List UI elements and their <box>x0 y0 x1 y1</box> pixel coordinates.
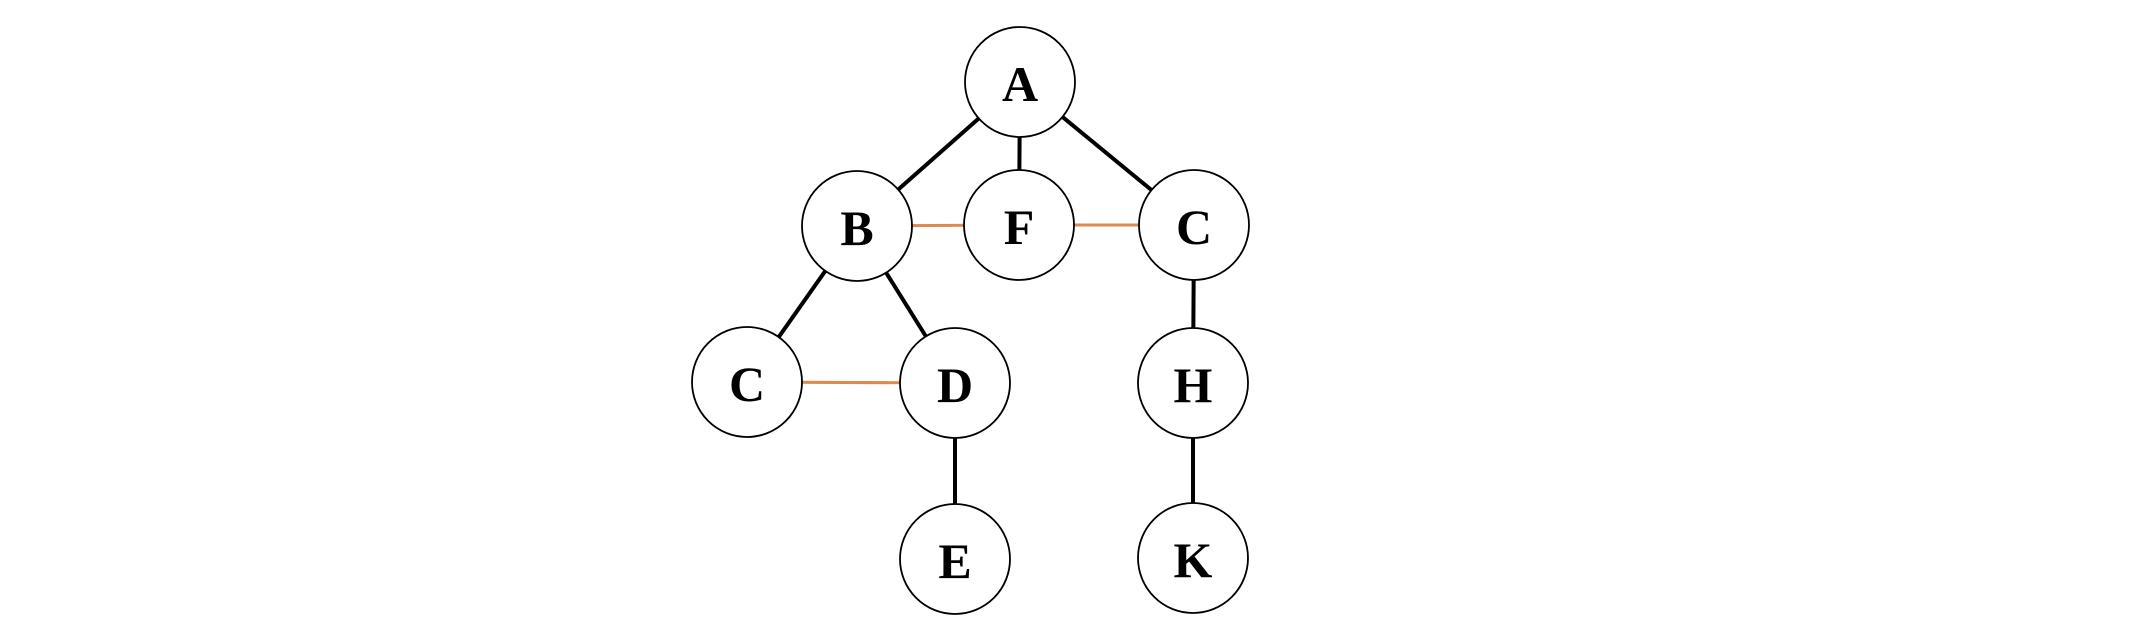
node-K: K <box>1137 502 1249 614</box>
node-label-K: K <box>1174 532 1213 588</box>
node-label-H: H <box>1174 357 1213 413</box>
node-label-C2: C <box>729 356 765 412</box>
node-label-C1: C <box>1176 199 1212 255</box>
node-E: E <box>899 503 1011 615</box>
node-circle-H <box>1137 327 1249 439</box>
node-circle-E <box>899 503 1011 615</box>
node-label-F: F <box>1004 199 1035 255</box>
nodes-layer: A B F C C D H E K <box>691 26 1250 615</box>
node-label-E: E <box>938 533 971 589</box>
node-circle-D <box>899 327 1011 439</box>
node-label-B: B <box>840 200 873 256</box>
node-C2: C <box>691 326 803 438</box>
node-C1: C <box>1138 169 1250 281</box>
node-circle-F <box>963 169 1075 281</box>
node-label-D: D <box>937 357 973 413</box>
node-circle-C1 <box>1138 169 1250 281</box>
node-H: H <box>1137 327 1249 439</box>
node-B: B <box>801 170 913 282</box>
node-F: F <box>963 169 1075 281</box>
node-circle-K <box>1137 502 1249 614</box>
node-circle-A <box>964 26 1076 138</box>
edges-layer <box>745 80 1196 559</box>
node-circle-B <box>801 170 913 282</box>
node-A: A <box>964 26 1076 138</box>
node-circle-C2 <box>691 326 803 438</box>
node-label-A: A <box>1002 56 1038 112</box>
node-D: D <box>899 327 1011 439</box>
